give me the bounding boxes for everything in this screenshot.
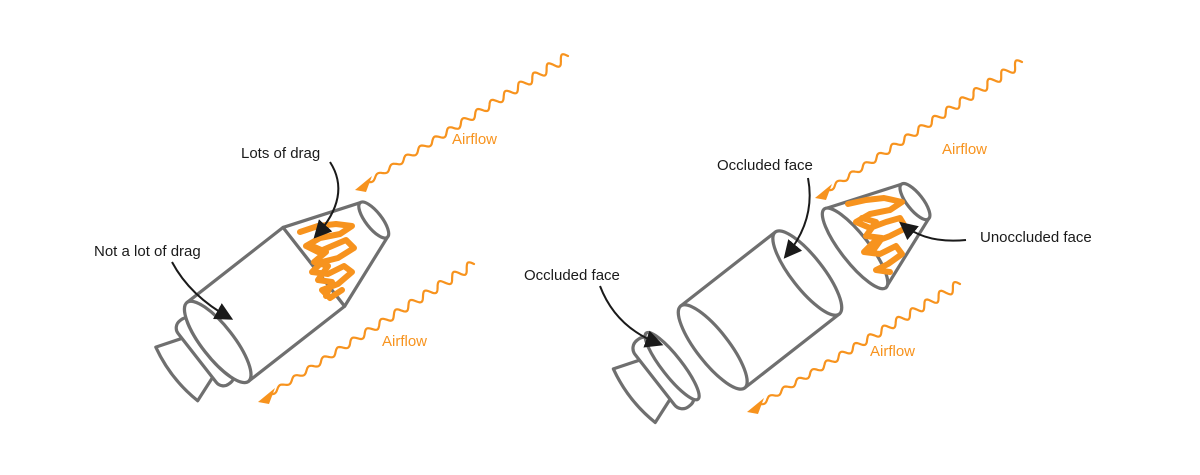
label-airflow-left-bottom: Airflow (382, 333, 427, 350)
airflow-arrowhead-left-top (355, 176, 372, 192)
label-airflow-left-top: Airflow (452, 131, 497, 148)
label-occluded-face-bottom: Occluded face (524, 267, 620, 284)
label-airflow-right-top: Airflow (942, 141, 987, 158)
pointer-occluded-face-bottom (599, 285, 664, 348)
right-nose-section (820, 181, 932, 291)
left-rocket (154, 200, 391, 403)
pointer-not-a-lot-of-drag (171, 261, 234, 320)
left-drag-scribble-2 (309, 243, 335, 299)
right-cone-tip (898, 181, 932, 222)
label-lots-of-drag: Lots of drag (241, 145, 320, 162)
left-cone-tip (357, 200, 391, 240)
airflow-wave-left-bottom (268, 261, 476, 396)
pointer-lots-of-drag (313, 161, 340, 239)
pointer-occluded-face-top (783, 177, 811, 259)
right-mid-section (676, 229, 844, 391)
label-airflow-right-bottom: Airflow (870, 343, 915, 360)
airflow-arrowhead-left-bottom (258, 388, 275, 404)
label-not-a-lot-of-drag: Not a lot of drag (94, 243, 201, 260)
airflow-wave-left-top (366, 53, 570, 184)
right-drag-scribble-2 (859, 215, 885, 255)
left-cylinder-back-face (182, 299, 253, 385)
airflow-wave-right-top (826, 59, 1024, 192)
airflow-arrows (258, 53, 1024, 414)
airflow-wave-right-bottom (758, 280, 962, 406)
airflow-arrowhead-right-top (815, 184, 832, 200)
label-unoccluded-face: Unoccluded face (980, 229, 1092, 246)
right-rear-section (611, 330, 701, 425)
label-occluded-face-top: Occluded face (717, 157, 813, 174)
pointer-unoccluded-face (899, 221, 967, 242)
right-cone-base-face (820, 206, 890, 291)
right-cylinder-back-face (676, 303, 749, 391)
left-drag-scribble (297, 221, 357, 301)
airflow-arrowhead-right-bottom (747, 398, 764, 414)
